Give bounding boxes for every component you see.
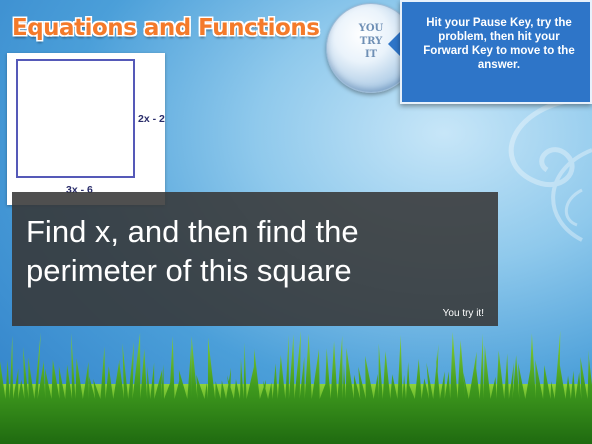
square-shape [16,59,135,178]
you-try-it-note: You try it! [442,308,484,319]
question-box: Find x, and then find the perimeter of t… [12,192,498,326]
question-text: Find x, and then find the perimeter of t… [26,214,359,288]
side-length-label: 2x - 2 [138,113,165,125]
instruction-callout: Hit your Pause Key, try the problem, the… [400,0,592,104]
slide-title: Equations and Functions [12,15,320,41]
grass-decoration [0,330,592,444]
callout-arrow [388,30,402,58]
badge-text: YOU TRY IT [358,23,384,60]
decorative-swirl [508,97,592,242]
square-figure: 2x - 2 3x - 6 [7,53,165,205]
